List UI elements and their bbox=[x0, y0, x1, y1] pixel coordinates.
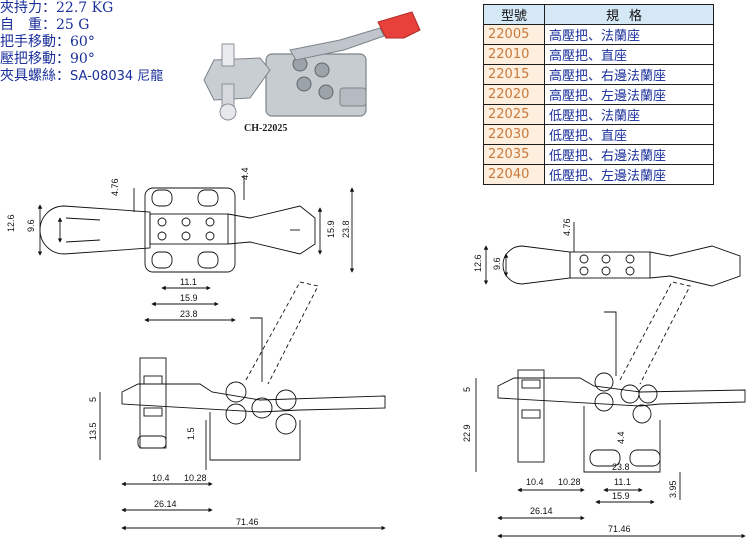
dim-label: 15.9 bbox=[180, 293, 198, 303]
dim-label: 4.4 bbox=[240, 167, 250, 180]
dim-label: 9.6 bbox=[492, 257, 502, 270]
dim-label: 15.9 bbox=[612, 491, 630, 501]
left-top-dimensions: 12.6 9.6 4.76 4.4 15.9 23.8 11.1 15.9 23… bbox=[6, 167, 351, 319]
dim-label: 12.6 bbox=[6, 214, 16, 232]
dim-label: 4.4 bbox=[616, 431, 626, 444]
model-desc: 低壓把、法蘭座 bbox=[544, 104, 714, 125]
dim-label: 26.14 bbox=[154, 499, 177, 509]
dim-label: 9.6 bbox=[26, 219, 36, 232]
dim-label: 23.8 bbox=[341, 220, 351, 238]
spec-list: 夾持力：22.7 KG 自 重：25 G 把手移動：60° 壓把移動：90° 夾… bbox=[0, 0, 240, 85]
model-code: 22040 bbox=[483, 164, 545, 185]
clamp-product-photo bbox=[203, 11, 421, 121]
dim-label: 5 bbox=[462, 387, 472, 392]
dim-label: 10.28 bbox=[558, 477, 581, 487]
right-top-dimensions: 12.6 9.6 4.76 bbox=[473, 218, 572, 272]
dim-label: 10.28 bbox=[184, 473, 207, 483]
dim-label: 11.1 bbox=[180, 277, 197, 287]
dim-label: 11.1 bbox=[614, 477, 631, 487]
model-desc: 低壓把、左邊法蘭座 bbox=[544, 164, 714, 185]
model-code: 22010 bbox=[483, 44, 545, 65]
left-side-view bbox=[99, 281, 386, 531]
left-side-dimensions: 5 13.5 1.5 10.4 10.28 26.14 71.46 bbox=[88, 397, 259, 527]
spec-clamping-force: 夾持力：22.7 KG bbox=[0, 0, 114, 16]
dim-label: 3.95 bbox=[668, 480, 678, 498]
dim-label: 23.8 bbox=[612, 462, 630, 472]
right-top-view bbox=[483, 222, 741, 287]
model-desc: 低壓把、右邊法蘭座 bbox=[544, 144, 714, 165]
dim-label: 15.9 bbox=[326, 220, 336, 238]
dim-label: 10.4 bbox=[526, 477, 544, 487]
dim-label: 10.4 bbox=[152, 473, 170, 483]
model-desc: 低壓把、直座 bbox=[544, 124, 714, 145]
spec-bar-travel: 壓把移動：90° bbox=[0, 51, 95, 67]
dim-label: 13.5 bbox=[88, 422, 98, 440]
right-side-view bbox=[475, 281, 746, 539]
spec-weight: 自 重：25 G bbox=[0, 17, 90, 33]
dim-label: 71.46 bbox=[608, 524, 631, 534]
header-spec: 規格 bbox=[544, 4, 714, 25]
dim-label: 71.46 bbox=[236, 517, 259, 527]
model-code: 22035 bbox=[483, 144, 545, 165]
left-top-view bbox=[37, 175, 355, 323]
dim-label: 5 bbox=[88, 397, 98, 402]
spec-handle-travel: 把手移動：60° bbox=[0, 34, 95, 50]
table-header-row: 型號 規格 bbox=[483, 4, 714, 25]
header-model: 型號 bbox=[483, 4, 545, 25]
dim-label: 26.14 bbox=[530, 506, 553, 516]
model-code: 22025 bbox=[483, 104, 545, 125]
dim-label: 23.8 bbox=[180, 309, 198, 319]
model-code: 22030 bbox=[483, 124, 545, 145]
dim-label: 1.5 bbox=[186, 427, 196, 440]
model-desc: 高壓把、左邊法蘭座 bbox=[544, 84, 714, 105]
dim-label: 4.76 bbox=[562, 218, 572, 236]
model-code: 22015 bbox=[483, 64, 545, 85]
product-caption: CH-22025 bbox=[244, 123, 288, 134]
dim-label: 22.9 bbox=[462, 424, 472, 442]
spec-spindle: 夾具螺絲：SA-08034 尼龍 bbox=[0, 68, 164, 84]
model-code: 22005 bbox=[483, 24, 545, 45]
dim-label: 12.6 bbox=[473, 254, 483, 272]
right-side-dimensions: 5 22.9 4.4 10.4 10.28 23.8 11.1 15.9 3.9… bbox=[462, 387, 678, 534]
dim-label: 4.76 bbox=[110, 178, 120, 196]
